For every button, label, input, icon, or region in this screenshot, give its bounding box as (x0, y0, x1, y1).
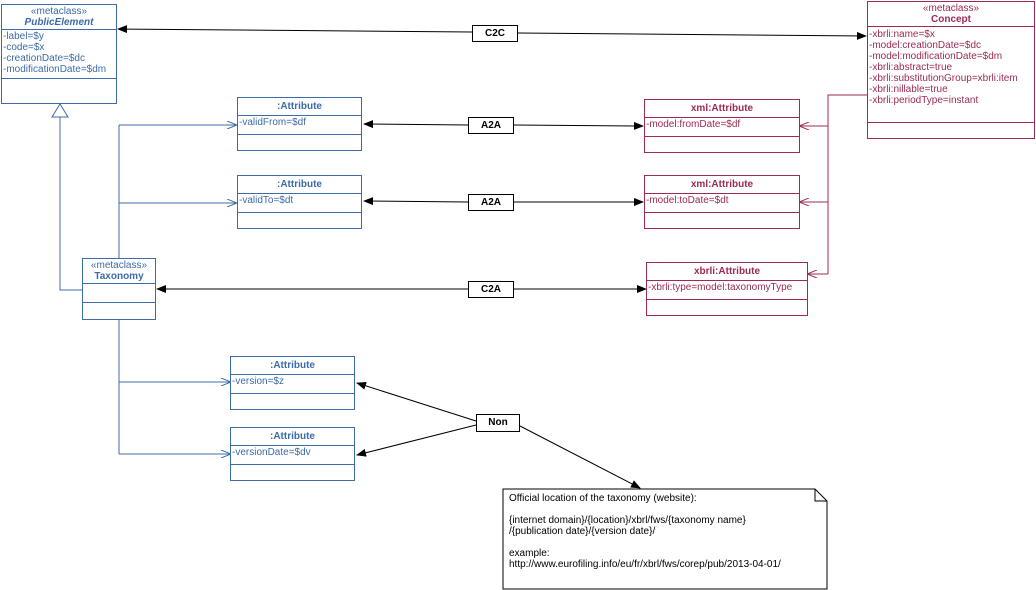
class-header: xml:Attribute (645, 176, 799, 194)
attribute: -xbrli:abstract=true (869, 62, 953, 73)
attribute: -label=$y (3, 31, 44, 42)
attribute: -model:toDate=$dt (646, 195, 729, 206)
attribute-list: -xbrli:type=model:taxonomyType (647, 281, 807, 300)
attribute: -xbrli:substitutionGroup=xbrli:item (869, 73, 1018, 84)
attribute: -xbrli:periodType=instant (869, 95, 979, 106)
class-header: :Attribute (231, 357, 354, 375)
attribute: -xbrli:nillable=true (869, 84, 948, 95)
class-header: :Attribute (238, 176, 361, 194)
non-label[interactable]: Non (476, 414, 520, 432)
attribute: -validFrom=$df (239, 117, 306, 128)
class-name: xbrli:Attribute (693, 266, 761, 277)
concept-class[interactable]: «metaclass» Concept -xbrli:name=$x -mode… (867, 1, 1035, 139)
location-note: Official location of the taxonomy (websi… (503, 489, 827, 589)
attribute-list: -label=$y -code=$x -creationDate=$dc -mo… (2, 30, 116, 79)
attribute-version-date[interactable]: :Attribute -versionDate=$dv (230, 427, 355, 481)
stereotype: «metaclass» (90, 260, 148, 271)
attribute-list: -xbrli:name=$x -model:creationDate=$dc -… (868, 27, 1034, 123)
attribute-list: -version=$z (231, 375, 354, 394)
class-header: «metaclass» Taxonomy (83, 259, 155, 284)
attribute-version[interactable]: :Attribute -version=$z (230, 356, 355, 410)
note-line: http://www.eurofiling.info/eu/fr/xbrl/fw… (509, 559, 781, 570)
attribute-list: -model:toDate=$dt (645, 194, 799, 213)
generalization-link (51, 103, 82, 291)
class-header: xbrli:Attribute (647, 263, 807, 281)
c2c-label[interactable]: C2C (472, 25, 518, 42)
a2a-link-2 (363, 197, 644, 206)
attribute: -xbrli:type=model:taxonomyType (648, 282, 793, 293)
note-line: {internet domain}/{location}/xbrl/fws/{t… (509, 515, 746, 526)
attribute: -xbrli:name=$x (869, 29, 935, 40)
a2a-label-1[interactable]: A2A (468, 117, 514, 134)
attribute: -modificationDate=$dm (3, 64, 107, 75)
taxonomy-attribute-links-top (118, 125, 236, 258)
class-header: :Attribute (231, 428, 354, 446)
attribute-list: -versionDate=$dv (231, 446, 354, 465)
attribute: -model:fromDate=$df (646, 119, 741, 130)
class-name: PublicElement (24, 17, 94, 28)
note-line: Official location of the taxonomy (websi… (509, 493, 697, 504)
xml-attribute-from-date[interactable]: xml:Attribute -model:fromDate=$df (644, 99, 800, 153)
class-header: xml:Attribute (645, 100, 799, 118)
taxonomy-class[interactable]: «metaclass» Taxonomy (82, 258, 156, 320)
attribute: -version=$z (232, 376, 284, 387)
taxonomy-attribute-links-bottom (118, 320, 230, 454)
class-header: :Attribute (238, 98, 361, 116)
attribute-list: -model:fromDate=$df (645, 118, 799, 137)
class-header: «metaclass» PublicElement (2, 5, 116, 30)
attribute: -creationDate=$dc (3, 53, 85, 64)
class-name: Concept (931, 14, 971, 25)
class-name: :Attribute (270, 360, 315, 371)
note-line (509, 537, 821, 548)
xbrli-attribute-type[interactable]: xbrli:Attribute -xbrli:type=model:taxono… (646, 262, 808, 316)
a2a-label-2[interactable]: A2A (468, 194, 514, 211)
attribute-valid-from[interactable]: :Attribute -validFrom=$df (237, 97, 362, 151)
attribute: -model:creationDate=$dc (869, 40, 982, 51)
class-name: xml:Attribute (690, 103, 754, 114)
attribute: -validTo=$dt (239, 195, 294, 206)
a2a-link-1 (363, 120, 644, 130)
note-line: example: (509, 548, 550, 559)
class-name: :Attribute (277, 101, 322, 112)
stereotype: «metaclass» (30, 6, 88, 17)
attribute: -code=$x (3, 42, 45, 53)
attribute: -model:modificationDate=$dm (869, 51, 1003, 62)
class-name: :Attribute (270, 431, 315, 442)
xml-attribute-to-date[interactable]: xml:Attribute -model:toDate=$dt (644, 175, 800, 229)
note-shape (502, 488, 828, 590)
note-line (509, 504, 821, 515)
concept-attribute-links (800, 94, 867, 274)
attribute-valid-to[interactable]: :Attribute -validTo=$dt (237, 175, 362, 229)
class-header: «metaclass» Concept (868, 2, 1034, 27)
attribute-list (83, 284, 155, 303)
attribute-list: -validFrom=$df (238, 116, 361, 135)
attribute-list: -validTo=$dt (238, 194, 361, 213)
class-name: xml:Attribute (690, 179, 754, 190)
class-name: :Attribute (277, 179, 322, 190)
c2a-label[interactable]: C2A (468, 281, 514, 298)
attribute: -versionDate=$dv (232, 447, 311, 458)
stereotype: «metaclass» (922, 3, 980, 14)
public-element-class[interactable]: «metaclass» PublicElement -label=$y -cod… (1, 4, 117, 104)
c2c-link (117, 25, 867, 40)
class-name: Taxonomy (94, 271, 144, 282)
note-line: /{publication date}/{version date}/ (509, 526, 656, 537)
non-links (356, 381, 641, 489)
